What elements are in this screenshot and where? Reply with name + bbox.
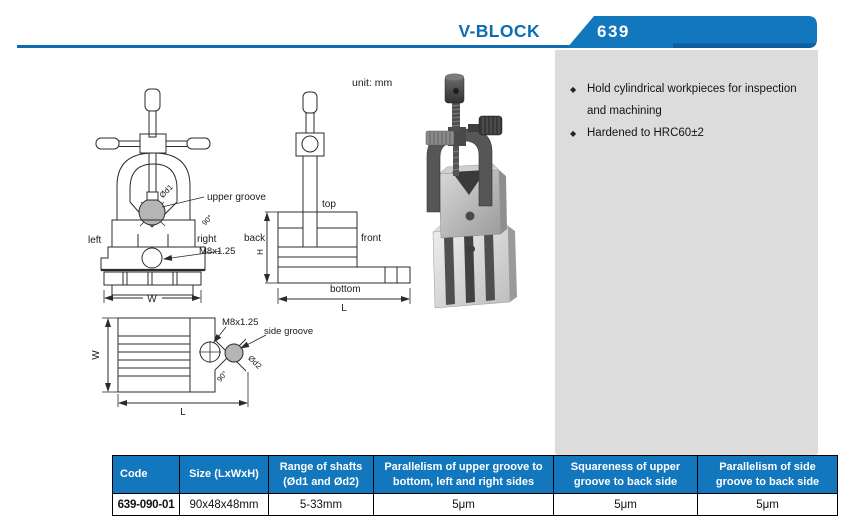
cell-squareness: 5μm xyxy=(553,493,698,516)
page-title: V-BLOCK xyxy=(458,21,540,41)
col-header-squareness: Squareness of upper groove to back side xyxy=(553,455,698,494)
col-header-parallelism-upper: Parallelism of upper groove to bottom, l… xyxy=(373,455,554,494)
banner-shape xyxy=(567,16,817,48)
label-l-top: L xyxy=(180,407,186,418)
technical-drawing: upper groove Ød1 90° left right M8x1.25 … xyxy=(88,73,517,418)
label-thread-front: M8x1.25 xyxy=(199,246,235,257)
label-l-side: L xyxy=(341,303,347,314)
header-rule xyxy=(17,45,570,48)
label-top: top xyxy=(322,199,336,210)
spec-table: Code Size (LxWxH) Range of shafts (Ød1 a… xyxy=(112,455,838,516)
table-header-row: Code Size (LxWxH) Range of shafts (Ød1 a… xyxy=(112,455,838,494)
side-view xyxy=(264,91,411,304)
product-photo xyxy=(425,73,517,309)
label-side-groove: side groove xyxy=(264,326,313,337)
label-back: back xyxy=(244,233,266,244)
label-thread-top: M8x1.25 xyxy=(222,317,258,328)
label-h: H xyxy=(256,249,265,255)
bullet-diamond-icon: ◆ xyxy=(570,85,577,94)
label-bottom: bottom xyxy=(330,284,361,295)
feature-item: ◆ Hardened to HRC60±2 xyxy=(570,123,812,145)
label-angle-top: 90° xyxy=(215,369,229,383)
label-w-front: W xyxy=(147,294,157,305)
label-d1: Ød1 xyxy=(158,182,175,199)
label-upper-groove: upper groove xyxy=(207,192,266,203)
cell-parallelism-side: 5μm xyxy=(697,493,838,516)
feature-item: ◆ Hold cylindrical workpieces for inspec… xyxy=(570,79,812,122)
label-d2: Ød2 xyxy=(246,354,263,371)
col-header-range: Range of shafts (Ød1 and Ød2) xyxy=(268,455,374,494)
side-view-labels: unit: mm top front back H bottom L xyxy=(244,77,393,314)
label-angle-front: 90° xyxy=(200,213,214,227)
cell-code: 639-090-01 xyxy=(112,493,180,516)
col-header-parallelism-side: Parallelism of side groove to back side xyxy=(697,455,838,494)
feature-text: Hardened to HRC60±2 xyxy=(587,127,704,139)
col-header-size: Size (LxWxH) xyxy=(179,455,269,494)
unit-note: unit: mm xyxy=(352,77,393,89)
label-left: left xyxy=(88,235,102,246)
cell-range: 5-33mm xyxy=(268,493,374,516)
model-number: 639 xyxy=(597,22,630,41)
bullet-diamond-icon: ◆ xyxy=(570,129,577,138)
top-view xyxy=(102,317,267,407)
front-view xyxy=(95,88,222,303)
cell-size: 90x48x48mm xyxy=(179,493,269,516)
label-front: front xyxy=(361,233,381,244)
cell-parallelism-upper: 5μm xyxy=(373,493,554,516)
table-row: 639-090-01 90x48x48mm 5-33mm 5μm 5μm 5μm xyxy=(112,493,838,516)
label-w-top: W xyxy=(91,350,102,360)
info-panel: ◆ Hold cylindrical workpieces for inspec… xyxy=(555,50,818,455)
model-banner: 639 xyxy=(567,16,817,48)
feature-list: ◆ Hold cylindrical workpieces for inspec… xyxy=(555,50,818,145)
col-header-code: Code xyxy=(112,455,180,494)
label-right: right xyxy=(197,234,217,245)
feature-text: Hold cylindrical workpieces for inspecti… xyxy=(587,83,797,117)
